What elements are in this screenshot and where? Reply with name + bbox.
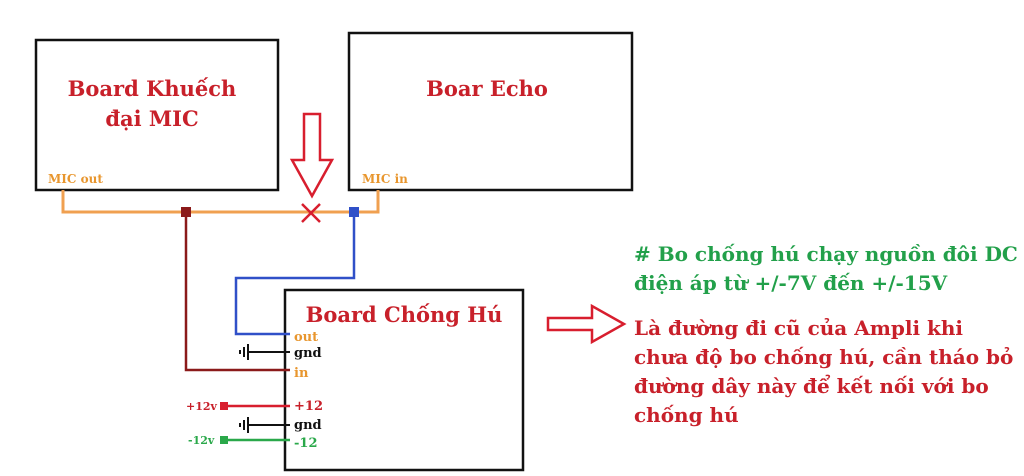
down-arrow-icon [289,112,335,199]
right-arrow-icon [546,303,627,345]
mic-amp-title-line2: đại MIC [105,106,198,131]
mic-out-label: MIC out [48,172,103,186]
old-route-note-line: chống hú [634,403,739,427]
supply-plus-terminal [220,402,228,410]
anti-feedback-title: Board Chống Hú [306,302,503,327]
echo-title: Boar Echo [426,76,548,101]
supply-minus-label: -12v [188,434,215,447]
ground-symbol-icon [239,417,290,433]
pin-minus12-label: -12 [294,436,318,451]
old-route-note-line: đường dây này để kết nối với bo [634,374,989,398]
power-note-line: # Bo chống hú chạy nguồn đôi DC [634,242,1018,266]
old-route-note-line: Là đường đi cũ của Ampli khi [634,316,964,340]
old-route-note-line: chưa độ bo chống hú, cần tháo bỏ [634,345,1014,369]
cut-mark-icon [301,203,321,223]
pin-plus12-label: +12 [294,399,323,414]
supply-plus-label: +12v [186,400,218,413]
pin-in-label: in [294,366,309,381]
mic-amp-title-line1: Board Khuếch [68,76,237,101]
old-route-note: Là đường đi cũ của Ampli khi chưa độ bo … [634,314,1013,430]
pin-gnd2-label: gnd [294,418,322,433]
dark-red-wire [184,212,290,372]
power-note-line: điện áp từ +/-7V đến +/-15V [634,271,948,295]
supply-minus-terminal [220,436,228,444]
board-anti-feedback [283,288,525,472]
blue-wire [234,212,356,336]
power-note: # Bo chống hú chạy nguồn đôi DC điện áp … [634,240,1018,298]
ground-symbol-icon [239,344,290,360]
tap-point-blue [349,207,359,217]
orange-signal-wire [61,190,380,214]
pin-out-label: out [294,330,318,345]
tap-point-dark-red [181,207,191,217]
board-mic-amp [34,38,280,192]
pin-gnd1-label: gnd [294,346,322,361]
mic-in-label: MIC in [362,172,408,186]
board-echo [347,31,634,192]
